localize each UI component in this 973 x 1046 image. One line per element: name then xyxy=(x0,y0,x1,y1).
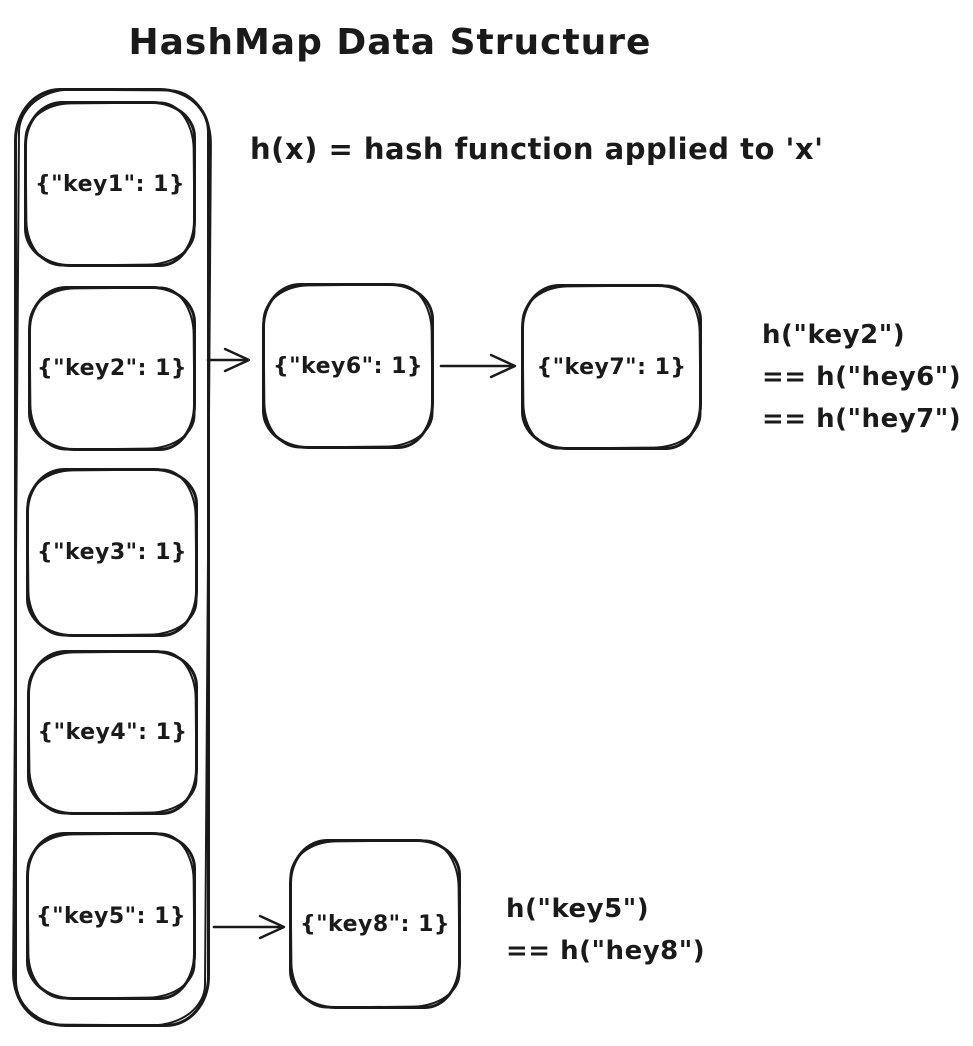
chain-label-key8: {"key8": 1} xyxy=(299,911,451,937)
diagram-title: HashMap Data Structure xyxy=(128,22,652,63)
collision-note-line: == h("hey7") xyxy=(762,404,962,434)
bucket-label-key1: {"key1": 1} xyxy=(34,171,186,197)
collision-note-key5-chain: h("key5") == h("hey8") xyxy=(506,888,705,972)
bucket-cell-key5: {"key5": 1} xyxy=(26,832,196,1000)
chain-label-key6: {"key6": 1} xyxy=(272,353,424,379)
bucket-label-key5: {"key5": 1} xyxy=(35,903,187,929)
bucket-label-key4: {"key4": 1} xyxy=(37,720,188,745)
hash-function-note: h(x) = hash function applied to 'x' xyxy=(250,132,824,166)
bucket-cell-key4: {"key4": 1} xyxy=(27,650,198,815)
collision-note-line: h("key5") xyxy=(506,894,650,924)
chain-node-key6: {"key6": 1} xyxy=(262,283,434,449)
chain-label-key7: {"key7": 1} xyxy=(536,354,687,380)
collision-note-line: h("key2") xyxy=(762,320,906,350)
chain-node-key8: {"key8": 1} xyxy=(289,839,461,1009)
chain-node-key7: {"key7": 1} xyxy=(521,284,702,450)
bucket-label-key2: {"key2": 1} xyxy=(36,356,188,381)
collision-note-key2-chain: h("key2") == h("hey6") == h("hey7") xyxy=(762,314,961,440)
collision-note-line: == h("hey8") xyxy=(506,936,706,966)
bucket-label-key3: {"key3": 1} xyxy=(36,540,188,565)
bucket-cell-key2: {"key2": 1} xyxy=(28,286,196,451)
bucket-cell-key1: {"key1": 1} xyxy=(24,101,196,267)
bucket-cell-key3: {"key3": 1} xyxy=(26,468,198,637)
collision-note-line: == h("hey6") xyxy=(762,362,962,392)
